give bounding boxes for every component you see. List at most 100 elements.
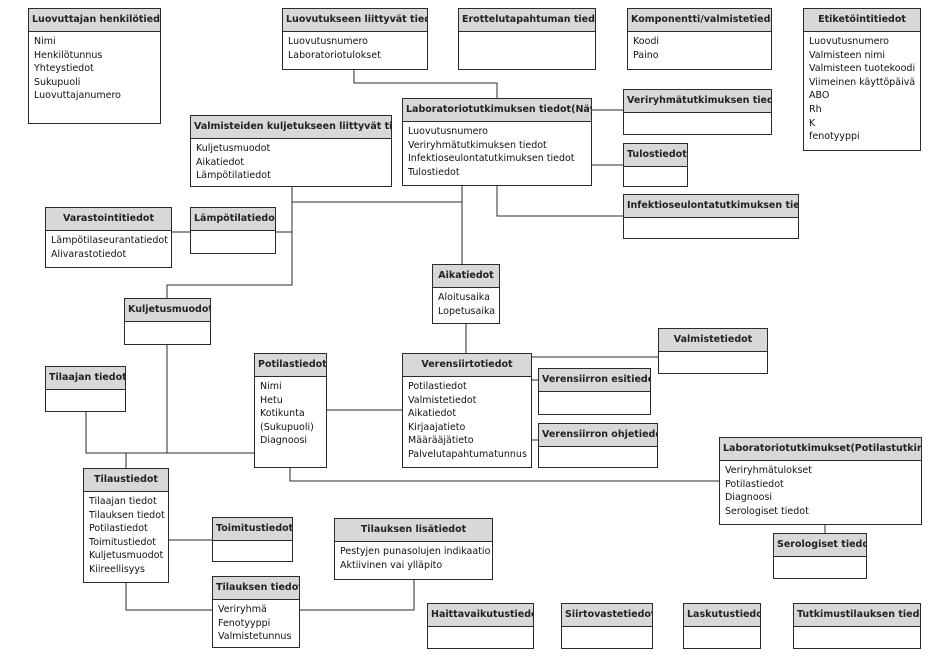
entity-attributes bbox=[459, 32, 595, 38]
entity-attribute: Henkilötunnus bbox=[34, 49, 103, 61]
entity-infektio: Infektioseulontatutkimuksen tiedot bbox=[623, 194, 799, 239]
entity-title: Erottelutapahtuman tiedot bbox=[459, 9, 595, 32]
entity-attribute: Valmistetunnus bbox=[218, 631, 292, 643]
entity-attribute: Lopetusaika bbox=[438, 305, 496, 317]
connector-line bbox=[353, 70, 498, 98]
entity-title: Komponentti/valmistetiedot bbox=[628, 9, 771, 32]
entity-title: Tulostiedot bbox=[624, 144, 687, 167]
connector-line bbox=[291, 187, 462, 203]
entity-title: Verensiirron ohjetiedot bbox=[539, 424, 657, 447]
entity-attribute: Luovutusnumero bbox=[408, 126, 488, 137]
entity-title: Tilauksen tiedot bbox=[213, 577, 299, 600]
entity-attribute: Laboratoriotulokset bbox=[288, 49, 381, 61]
connector-line bbox=[125, 583, 212, 611]
entity-attribute: Sukupuoli bbox=[34, 76, 81, 88]
entity-attributes bbox=[539, 392, 650, 398]
entity-attribute: Lämpötilatiedot bbox=[196, 170, 271, 182]
entity-attributes bbox=[428, 627, 533, 633]
entity-title: Infektioseulontatutkimuksen tiedot bbox=[624, 195, 798, 218]
entity-attribute: (Sukupuoli) bbox=[260, 421, 314, 433]
entity-title: Serologiset tiedot bbox=[774, 534, 866, 557]
entity-attribute: Nimi bbox=[260, 381, 282, 392]
entity-attributes bbox=[213, 541, 292, 547]
entity-attributes bbox=[46, 390, 125, 396]
connector-line bbox=[496, 186, 623, 217]
entity-attribute: Alivarastotiedot bbox=[51, 248, 127, 260]
entity-attribute: Kuljetusmuodot bbox=[89, 550, 164, 562]
entity-attribute: Kirjaajatieto bbox=[408, 421, 466, 433]
entity-attributes bbox=[125, 322, 210, 328]
connector-line bbox=[85, 412, 127, 468]
entity-attribute: Kiireellisyys bbox=[89, 563, 145, 575]
entity-attribute: Aktiivinen vai ylläpito bbox=[340, 559, 443, 571]
entity-attribute: Aloitusaika bbox=[438, 292, 490, 303]
entity-attribute: Palvelutapahtumatunnus bbox=[408, 448, 527, 460]
entity-title: Laboratoriotutkimuksen tiedot(Näyte) bbox=[403, 99, 591, 122]
entity-title: Valmisteiden kuljetukseen liittyvät tied… bbox=[191, 116, 391, 139]
entity-attribute: Valmisteen nimi bbox=[809, 49, 886, 61]
entity-title: Valmistetiedot bbox=[659, 329, 767, 352]
entity-attribute: Pestyjen punasolujen indikaatio bbox=[340, 546, 491, 557]
entity-veriryhmatutk: Veriryhmätutkimuksen tiedot bbox=[623, 89, 772, 135]
entity-attribute: Veriryhmä bbox=[218, 604, 267, 615]
entity-title: Tutkimustilauksen tiedot bbox=[794, 604, 920, 627]
entity-title: Luovutukseen liittyvät tiedot bbox=[283, 9, 427, 32]
entity-attribute: Serologiset tiedot bbox=[725, 505, 809, 517]
entity-title: Potilastiedot bbox=[255, 354, 326, 377]
entity-title: Toimitustiedot bbox=[213, 518, 292, 541]
entity-attribute: fenotyyppi bbox=[809, 131, 860, 143]
entity-attribute: Luovutusnumero bbox=[288, 36, 368, 47]
entity-attribute: Tilauksen tiedot bbox=[89, 509, 165, 521]
entity-attribute: Nimi bbox=[34, 36, 56, 47]
entity-attribute: Potilastiedot bbox=[89, 523, 148, 535]
entity-attribute: Fenotyyppi bbox=[218, 617, 271, 629]
entity-title: Aikatiedot bbox=[433, 265, 499, 288]
entity-attribute: Infektioseulontatutkimuksen tiedot bbox=[408, 153, 575, 165]
entity-haitta: Haittavaikutustiedot bbox=[427, 603, 534, 649]
entity-attribute: Rh bbox=[809, 103, 822, 115]
entity-attribute: Hetu bbox=[260, 394, 283, 406]
entity-attribute: Diagnoosi bbox=[725, 492, 773, 504]
entity-ohjetiedot: Verensiirron ohjetiedot bbox=[538, 423, 658, 468]
entity-attribute: Potilastiedot bbox=[408, 381, 467, 392]
entity-serologiset: Serologiset tiedot bbox=[773, 533, 867, 579]
entity-attributes bbox=[684, 627, 760, 633]
connector-line bbox=[300, 580, 415, 611]
entity-title: Luovuttajan henkilötiedot bbox=[29, 9, 160, 32]
entity-attributes bbox=[624, 167, 687, 173]
entity-attributes bbox=[539, 447, 657, 453]
connector-line bbox=[166, 187, 293, 298]
entity-attribute: Kotikunta bbox=[260, 408, 305, 420]
entity-attribute: Tilaajan tiedot bbox=[89, 496, 157, 507]
entity-attributes bbox=[624, 113, 771, 119]
entity-attribute: Määrääjätieto bbox=[408, 435, 474, 447]
entity-attribute: Viimeinen käyttöpäivä bbox=[809, 76, 916, 88]
entity-attribute: K bbox=[809, 117, 816, 129]
entity-attribute: Tulostiedot bbox=[408, 166, 460, 178]
entity-tilaaja: Tilaajan tiedot bbox=[45, 366, 126, 412]
entity-title: Tilauksen lisätiedot bbox=[335, 519, 492, 542]
entity-title: Etiketöintitiedot bbox=[804, 9, 920, 32]
entity-toimitus: Toimitustiedot bbox=[212, 517, 293, 562]
entity-attribute: Lämpötilaseurantatiedot bbox=[51, 235, 168, 246]
entity-siirtovaste: Siirtovastetiedot bbox=[561, 603, 653, 649]
entity-attribute: Koodi bbox=[633, 36, 660, 47]
entity-attributes bbox=[659, 352, 767, 358]
